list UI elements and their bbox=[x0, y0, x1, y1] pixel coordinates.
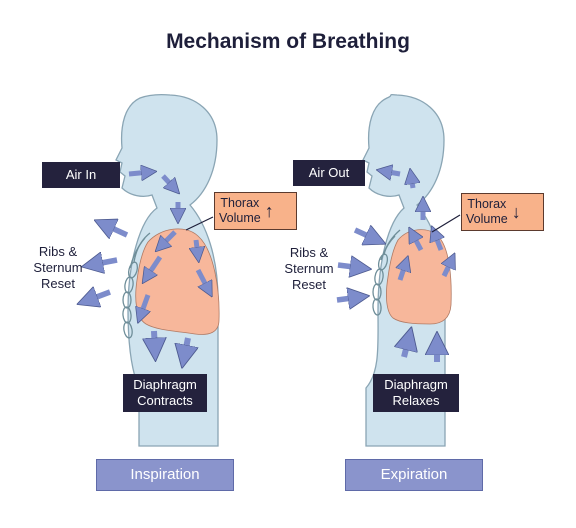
expiration-text: Expiration bbox=[380, 466, 448, 483]
inspiration-text: Inspiration bbox=[130, 466, 200, 483]
air-out-text: Air Out bbox=[308, 165, 350, 180]
air-in-text: Air In bbox=[65, 167, 97, 182]
ribs-sternum-label: Ribs & Sternum Reset bbox=[23, 244, 93, 292]
diaphragm-line2: Contracts bbox=[137, 393, 193, 408]
ribs-line3: Reset bbox=[292, 277, 326, 292]
thorax-line2: Volume bbox=[466, 212, 508, 226]
air-in-label: Air In bbox=[42, 162, 120, 188]
airflow-in-arrows bbox=[128, 172, 209, 317]
thorax-pointer-line bbox=[431, 214, 461, 233]
arrow-up-icon: ↑ bbox=[264, 200, 274, 221]
expiration-figure bbox=[336, 93, 461, 447]
expiration-footer: Expiration bbox=[345, 459, 483, 491]
ribs-outward-arrows bbox=[86, 224, 129, 301]
ribs-line2: Sternum bbox=[284, 261, 334, 276]
ribs-inward-arrows bbox=[336, 230, 377, 300]
diaphragm-up-arrows bbox=[404, 337, 437, 362]
ribcage bbox=[122, 232, 151, 339]
ribcage bbox=[372, 229, 401, 316]
diaphragm-line1: Diaphragm bbox=[133, 377, 197, 392]
thorax-pointer-line bbox=[185, 216, 214, 231]
thorax-line1: Thorax bbox=[467, 197, 507, 211]
diaphragm-down-arrows bbox=[154, 330, 188, 358]
arrow-down-icon: ↓ bbox=[511, 201, 521, 222]
diaphragm-contracts-label: Diaphragm Contracts bbox=[123, 374, 207, 412]
thorax-volume-increase-label: Thorax Volume ↑ bbox=[214, 192, 297, 230]
inspiration-figure bbox=[86, 93, 220, 447]
ribs-line3: Reset bbox=[41, 276, 75, 291]
thorax-volume-decrease-label: Thorax Volume ↓ bbox=[461, 193, 544, 231]
ribs-line1: Ribs & bbox=[289, 245, 329, 260]
thorax-line1: Thorax bbox=[220, 196, 260, 210]
thorax-line2: Volume bbox=[219, 211, 261, 225]
ribs-sternum-label: Ribs & Sternum Reset bbox=[274, 245, 344, 293]
air-out-label: Air Out bbox=[293, 160, 365, 186]
ribs-line1: Ribs & bbox=[38, 244, 78, 259]
diaphragm-line1: Diaphragm bbox=[384, 377, 448, 392]
diaphragm-line2: Relaxes bbox=[392, 393, 440, 408]
diaphragm-relaxes-label: Diaphragm Relaxes bbox=[373, 374, 459, 412]
ribs-line2: Sternum bbox=[33, 260, 83, 275]
airflow-out-arrows bbox=[383, 171, 452, 281]
diagram-title: Mechanism of Breathing bbox=[166, 30, 410, 53]
inspiration-footer: Inspiration bbox=[96, 459, 234, 491]
